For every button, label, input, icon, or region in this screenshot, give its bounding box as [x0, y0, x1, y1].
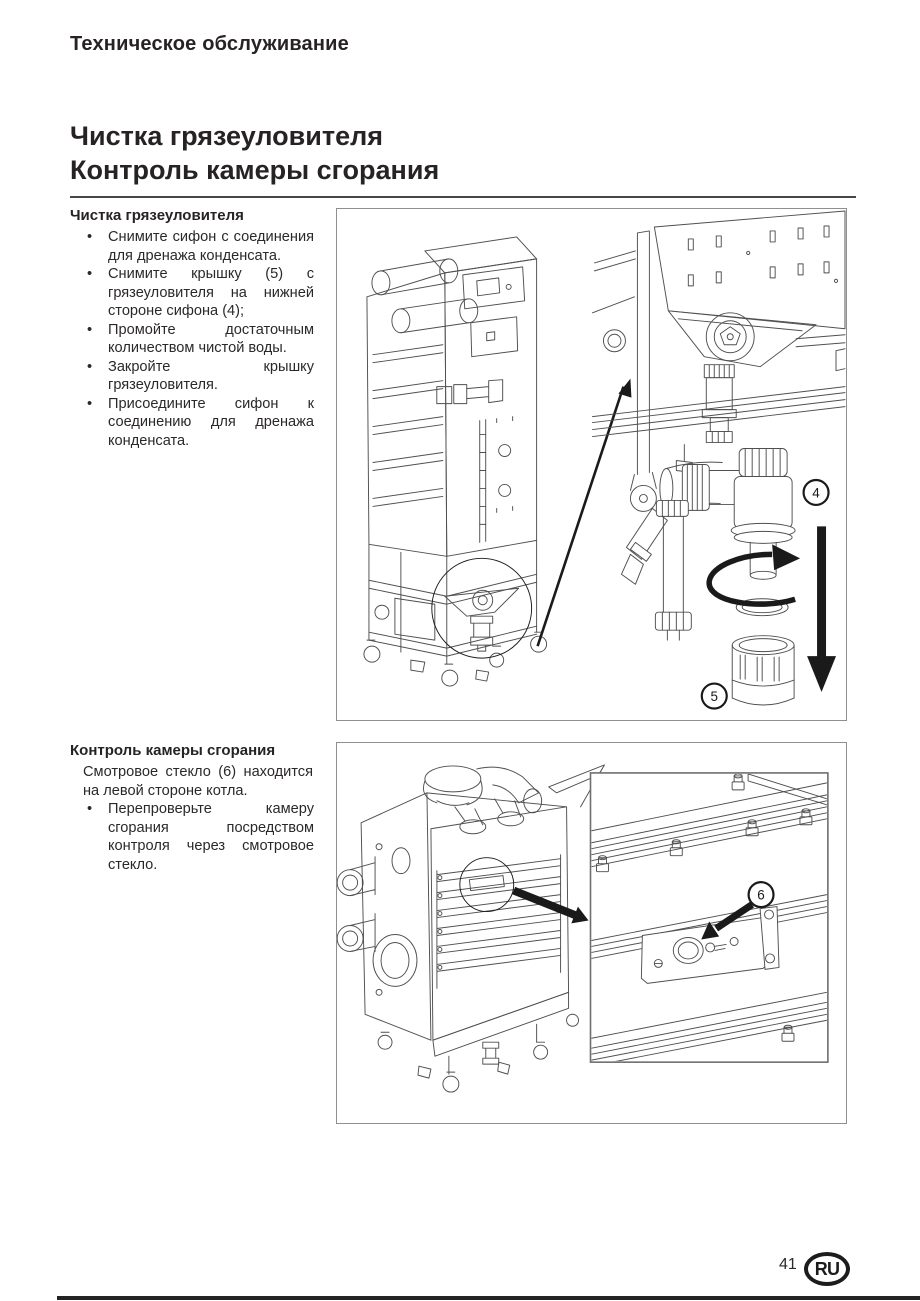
sight-glass-detail-drawing: [591, 773, 827, 1062]
instruction-list: • Перепроверьте камеру сгорания посредств…: [70, 800, 314, 874]
page-title-line2: Контроль камеры сгорания: [70, 155, 440, 185]
pointer-arrow-6-icon: [701, 901, 755, 940]
sight-glass-illustration: 6: [337, 764, 829, 1093]
detail-drawing: [592, 210, 846, 512]
instruction-text: Перепроверьте камеру сгорания посредство…: [108, 801, 314, 873]
pointer-arrow-icon: [512, 886, 589, 924]
part-label-6: 6: [747, 881, 775, 909]
list-item: • Присоедините сифон к соединению для дре…: [70, 395, 314, 451]
instruction-text: Присоедините сифон к соединению для дрен…: [108, 395, 314, 449]
page-title: Чистка грязеуловителя Контроль камеры сг…: [70, 119, 439, 187]
part-label-5-text: 5: [711, 689, 719, 704]
section-inspection-text: Контроль камеры сгорания Смотровое стекл…: [70, 742, 314, 874]
section-cleaning-text: Чистка грязеуловителя • Снимите сифон с с…: [70, 207, 314, 450]
siphon-exploded-drawing: [620, 448, 796, 706]
magnifier-circle-icon: [431, 557, 533, 659]
list-item: • Закройте крышку грязеуловителя.: [70, 358, 314, 395]
intro-text: Смотровое стекло (6) находится на левой …: [83, 764, 313, 799]
part-label-5: 5: [700, 682, 728, 710]
list-item: • Перепроверьте камеру сгорания посредств…: [70, 800, 314, 874]
boiler-drawing: [337, 764, 605, 1093]
section-cleaning-heading: Чистка грязеуловителя: [70, 207, 244, 224]
bullet-icon: •: [87, 395, 93, 412]
part-label-6-text: 6: [757, 888, 764, 903]
boiler-drawing: [363, 236, 548, 687]
figure-siphon-cleaning: 4 5: [336, 208, 847, 721]
part-label-4: 4: [802, 478, 830, 507]
ru-badge-text: RU: [814, 1258, 840, 1279]
part-label-4-text: 4: [812, 485, 820, 500]
bullet-icon: •: [87, 229, 93, 245]
bullet-icon: •: [87, 266, 93, 282]
down-arrow-icon: [807, 526, 837, 693]
pointer-arrow-icon: [536, 378, 632, 647]
magnifier-circle-icon: [459, 857, 515, 913]
bullet-icon: •: [87, 801, 93, 817]
ru-language-badge: RU: [804, 1252, 850, 1286]
list-item: • Промойте достаточным количеством чистой…: [70, 321, 314, 358]
page-header: Техническое обслуживание: [70, 33, 349, 55]
instruction-text: Промойте достаточным количеством чистой …: [108, 321, 314, 357]
instruction-text: Снимите крышку (5) с грязеуловителя на н…: [108, 266, 314, 319]
instruction-text: Снимите сифон с соединения для дренажа к…: [108, 229, 314, 264]
bullet-icon: •: [87, 358, 93, 375]
figure-sight-glass: 6: [336, 742, 847, 1124]
rotation-arrow-icon: [706, 544, 801, 607]
instruction-text: Закройте крышку грязеуловителя.: [108, 358, 314, 394]
title-divider: [70, 196, 856, 198]
page-number: 41: [779, 1256, 797, 1273]
siphon-cleaning-illustration: 4 5: [363, 210, 846, 710]
instruction-list: • Снимите сифон с соединения для дренажа …: [70, 228, 314, 450]
page-edge-bar: [57, 1296, 920, 1300]
bullet-icon: •: [87, 321, 93, 338]
page-title-line1: Чистка грязеуловителя: [70, 121, 383, 151]
list-item: • Снимите крышку (5) с грязеуловителя на …: [70, 265, 314, 321]
section-inspection-heading: Контроль камеры сгорания: [70, 742, 276, 759]
list-item: • Снимите сифон с соединения для дренажа …: [70, 228, 314, 265]
